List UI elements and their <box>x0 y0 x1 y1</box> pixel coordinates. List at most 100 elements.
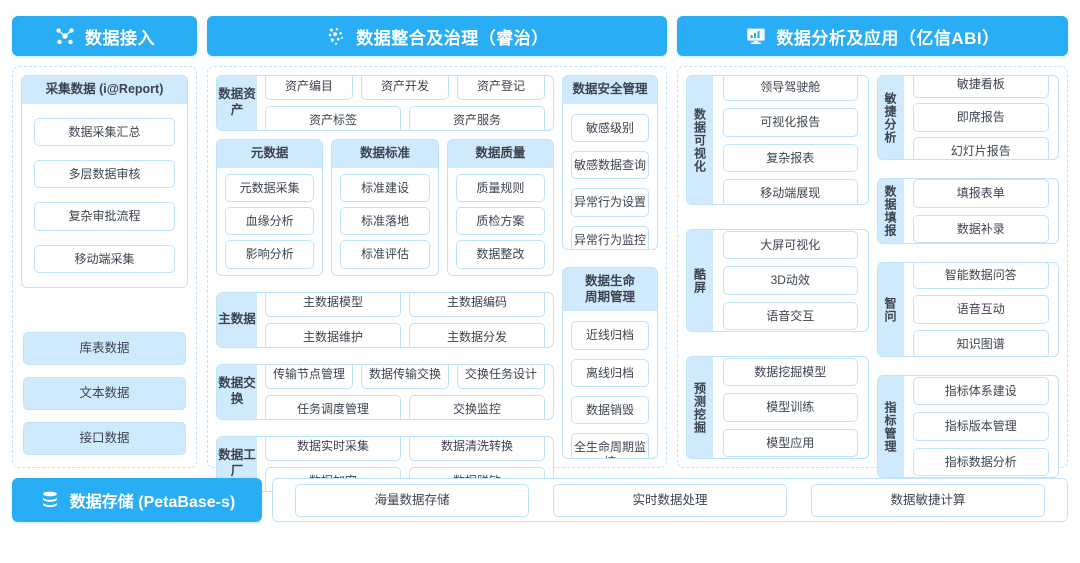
storage-items-panel: 海量数据存储 实时数据处理 数据敏捷计算 <box>272 478 1068 522</box>
item-lineage-analysis[interactable]: 血缘分析 <box>225 207 315 236</box>
item-task-schedule-management[interactable]: 任务调度管理 <box>265 394 401 419</box>
panel-data-analytics: 数据可视化 领导驾驶舱 可视化报告 复杂报表 移动端展现 酷屏 大屏可视化 3D… <box>677 66 1068 478</box>
governance-left-stack: 数据资产 资产编目 资产开发 资产登记 资产标签 资产服务 <box>216 75 554 492</box>
item-master-data-maintenance[interactable]: 主数据维护 <box>265 322 401 347</box>
item-asset-service[interactable]: 资产服务 <box>409 106 545 130</box>
item-abnormal-behavior-setting[interactable]: 异常行为设置 <box>571 188 649 217</box>
item-asset-development[interactable]: 资产开发 <box>361 76 449 100</box>
source-api-data[interactable]: 接口数据 <box>23 422 186 455</box>
item-standard-evaluation[interactable]: 标准评估 <box>340 240 430 269</box>
spacer <box>21 298 188 322</box>
vcard-smart-qa: 智问 智能数据问答 语音互动 知识图谱 <box>876 262 1059 357</box>
item-model-training[interactable]: 模型训练 <box>723 393 858 422</box>
item-offline-archive[interactable]: 离线归档 <box>571 358 649 388</box>
card-collect-data: 采集数据 (i@Report) 数据采集汇总 多层数据审核 复杂审批流程 移动端… <box>21 75 188 289</box>
rowcard-label: 数据资产 <box>217 76 257 130</box>
item-complex-approval[interactable]: 复杂审批流程 <box>34 202 175 231</box>
vcard-data-filling: 数据填报 填报表单 数据补录 <box>876 178 1059 244</box>
item-impact-analysis[interactable]: 影响分析 <box>225 240 315 269</box>
vcard-data-visualization: 数据可视化 领导驾驶舱 可视化报告 复杂报表 移动端展现 <box>686 75 869 205</box>
governance-right-stack: 数据安全管理 敏感级别 敏感数据查询 异常行为设置 异常行为监控 数据生命 周期… <box>562 75 658 459</box>
item-data-collection-summary[interactable]: 数据采集汇总 <box>34 117 175 147</box>
storage-item-realtime-processing[interactable]: 实时数据处理 <box>553 483 787 517</box>
item-model-application[interactable]: 模型应用 <box>723 428 858 458</box>
item-complex-report[interactable]: 复杂报表 <box>723 143 858 172</box>
item-metadata-collection[interactable]: 元数据采集 <box>225 173 315 203</box>
item-slide-report[interactable]: 幻灯片报告 <box>912 136 1049 159</box>
item-asset-tag[interactable]: 资产标签 <box>265 106 401 130</box>
item-data-rectification[interactable]: 数据整改 <box>455 240 545 269</box>
vcard-label: 酷屏 <box>687 230 713 331</box>
item-3d-effects[interactable]: 3D动效 <box>723 266 858 295</box>
monitor-chart-icon <box>747 28 766 44</box>
header-data-analytics[interactable]: 数据分析及应用（亿信ABI） <box>677 16 1068 56</box>
item-indicator-system-construction[interactable]: 指标体系建设 <box>912 376 1049 406</box>
item-exchange-task-design[interactable]: 交换任务设计 <box>457 364 545 389</box>
item-master-data-coding[interactable]: 主数据编码 <box>409 292 545 317</box>
item-sensitive-data-query[interactable]: 敏感数据查询 <box>571 151 649 180</box>
card-title: 数据安全管理 <box>563 76 657 104</box>
item-quality-inspection-plan[interactable]: 质检方案 <box>455 207 545 236</box>
rowcard-label: 主数据 <box>217 292 257 347</box>
nodes-network-icon <box>56 28 74 45</box>
storage-item-mass-data-storage[interactable]: 海量数据存储 <box>295 483 529 517</box>
item-data-transfer-exchange[interactable]: 数据传输交换 <box>361 364 449 389</box>
item-data-mining-model[interactable]: 数据挖掘模型 <box>723 357 858 387</box>
analytics-left-stack: 数据可视化 领导驾驶舱 可视化报告 复杂报表 移动端展现 酷屏 大屏可视化 3D… <box>686 75 869 459</box>
item-indicator-version-management[interactable]: 指标版本管理 <box>912 412 1049 441</box>
item-visual-report[interactable]: 可视化报告 <box>723 108 858 137</box>
header-data-storage[interactable]: 数据存储 (PetaBase-s) <box>12 478 262 522</box>
item-adhoc-report[interactable]: 即席报告 <box>912 103 1049 132</box>
item-asset-catalog[interactable]: 资产编目 <box>265 76 353 100</box>
card-title: 元数据 <box>217 140 323 168</box>
vcard-label: 敏捷分析 <box>877 76 904 159</box>
card-data-standard: 数据标准 标准建设 标准落地 标准评估 <box>331 139 439 276</box>
vcard-cool-screen: 酷屏 大屏可视化 3D动效 语音交互 <box>686 229 869 332</box>
header-data-governance[interactable]: 数据整合及治理（睿治） <box>207 16 667 56</box>
source-list: 库表数据 文本数据 接口数据 <box>21 332 188 459</box>
vcard-predictive-mining: 预测挖掘 数据挖掘模型 模型训练 模型应用 <box>686 356 869 459</box>
item-sensitivity-level[interactable]: 敏感级别 <box>571 113 649 143</box>
item-exchange-monitoring[interactable]: 交换监控 <box>409 394 545 419</box>
item-filling-form[interactable]: 填报表单 <box>912 179 1049 208</box>
source-text-data[interactable]: 文本数据 <box>23 377 186 410</box>
spacer <box>686 214 869 220</box>
source-table-data[interactable]: 库表数据 <box>23 332 186 365</box>
item-abnormal-behavior-monitor[interactable]: 异常行为监控 <box>571 225 649 249</box>
item-data-destruction[interactable]: 数据销毁 <box>571 396 649 425</box>
item-master-data-model[interactable]: 主数据模型 <box>265 292 401 317</box>
item-asset-registration[interactable]: 资产登记 <box>457 76 545 100</box>
item-leader-cockpit[interactable]: 领导驾驶舱 <box>723 76 858 102</box>
item-nearline-archive[interactable]: 近线归档 <box>571 321 649 350</box>
item-quality-rules[interactable]: 质量规则 <box>455 173 545 203</box>
item-master-data-distribution[interactable]: 主数据分发 <box>409 322 545 347</box>
item-realtime-collection[interactable]: 数据实时采集 <box>265 436 401 461</box>
item-voice-interaction[interactable]: 语音交互 <box>723 301 858 331</box>
item-agile-dashboard[interactable]: 敏捷看板 <box>912 76 1049 99</box>
item-smart-data-qa[interactable]: 智能数据问答 <box>912 263 1049 290</box>
card-title-line1: 数据生命 <box>584 274 635 288</box>
header-label: 数据分析及应用（亿信ABI） <box>776 28 1000 48</box>
item-knowledge-graph[interactable]: 知识图谱 <box>912 329 1049 356</box>
item-standard-construction[interactable]: 标准建设 <box>340 173 430 203</box>
item-standard-implementation[interactable]: 标准落地 <box>340 207 430 236</box>
rowcard-data-exchange: 数据交换 传输节点管理 数据传输交换 交换任务设计 任务调度管理 交换监控 <box>216 363 554 420</box>
card-data-security: 数据安全管理 敏感级别 敏感数据查询 异常行为设置 异常行为监控 <box>562 75 658 250</box>
header-label: 数据整合及治理（睿治） <box>356 28 549 48</box>
item-transfer-node-management[interactable]: 传输节点管理 <box>265 364 353 389</box>
storage-row: 数据存储 (PetaBase-s) 海量数据存储 实时数据处理 数据敏捷计算 <box>12 478 1068 522</box>
header-data-ingest[interactable]: 数据接入 <box>12 16 197 56</box>
storage-item-agile-computing[interactable]: 数据敏捷计算 <box>811 483 1045 517</box>
item-data-cleaning-transform[interactable]: 数据清洗转换 <box>409 436 545 461</box>
item-large-screen-visualization[interactable]: 大屏可视化 <box>723 230 858 260</box>
item-mobile-display[interactable]: 移动端展现 <box>723 178 858 204</box>
item-multilayer-audit[interactable]: 多层数据审核 <box>34 160 175 189</box>
item-voice-dialog[interactable]: 语音互动 <box>912 295 1049 324</box>
item-full-lifecycle-monitor[interactable]: 全生命周期监控 <box>571 433 649 458</box>
item-indicator-data-analysis[interactable]: 指标数据分析 <box>912 447 1049 477</box>
item-data-supplement[interactable]: 数据补录 <box>912 214 1049 243</box>
vcard-indicator-management: 指标管理 指标体系建设 指标版本管理 指标数据分析 <box>876 375 1059 478</box>
item-mobile-collection[interactable]: 移动端采集 <box>34 244 175 274</box>
rowcard-data-asset: 数据资产 资产编目 资产开发 资产登记 资产标签 资产服务 <box>216 75 554 131</box>
